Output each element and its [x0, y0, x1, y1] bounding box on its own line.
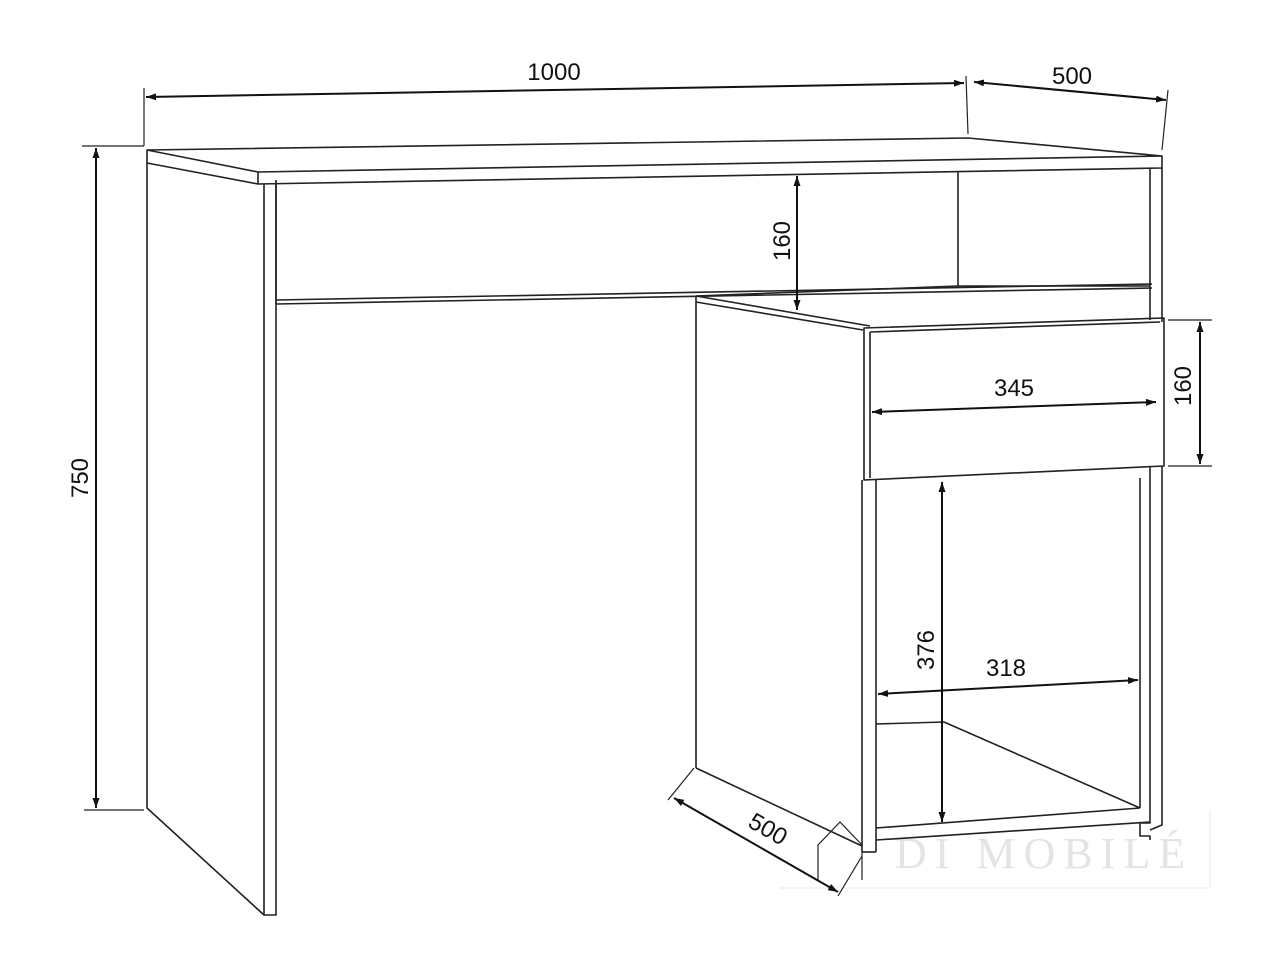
- cabinet: [695, 285, 1150, 853]
- watermark-text: DI MOBILÉ: [895, 829, 1193, 878]
- dim-gap-height: 160: [769, 176, 801, 310]
- bottom-niche: [875, 478, 1151, 841]
- dim-depth-top: 500: [973, 63, 1169, 151]
- drawer-front: [863, 317, 1165, 481]
- dim-niche-width-label: 318: [986, 655, 1026, 682]
- dim-drawer-width-label: 345: [994, 375, 1034, 402]
- dim-width-label: 1000: [527, 59, 580, 86]
- watermark: DI MOBILÉ: [780, 810, 1211, 889]
- dim-drawer-width: 345: [871, 375, 1157, 416]
- dim-niche-height-label: 376: [913, 630, 940, 670]
- dim-drawer-height: 160: [1168, 319, 1212, 467]
- dim-height: 750: [67, 145, 144, 811]
- left-panel: [146, 163, 277, 916]
- dim-drawer-height-label: 160: [1170, 366, 1197, 406]
- tabletop: [146, 137, 1163, 185]
- dim-niche-height: 376: [913, 482, 946, 822]
- dim-niche-width: 318: [877, 655, 1139, 697]
- dim-height-label: 750: [67, 458, 94, 498]
- dim-gap-height-label: 160: [769, 221, 796, 261]
- back-panel: [275, 172, 1153, 305]
- right-panel: [1139, 168, 1163, 840]
- dim-depth-bottom-label: 500: [744, 808, 792, 851]
- dim-depth-top-label: 500: [1052, 63, 1092, 90]
- dim-width: 1000: [143, 59, 969, 146]
